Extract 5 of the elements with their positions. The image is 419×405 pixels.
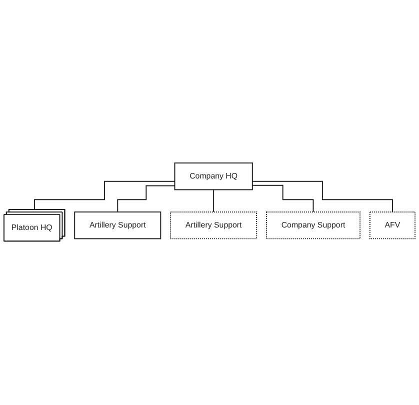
connector — [213, 190, 214, 213]
connector — [34, 181, 176, 211]
connector — [252, 181, 393, 213]
connector — [252, 185, 314, 213]
connector — [117, 186, 176, 213]
